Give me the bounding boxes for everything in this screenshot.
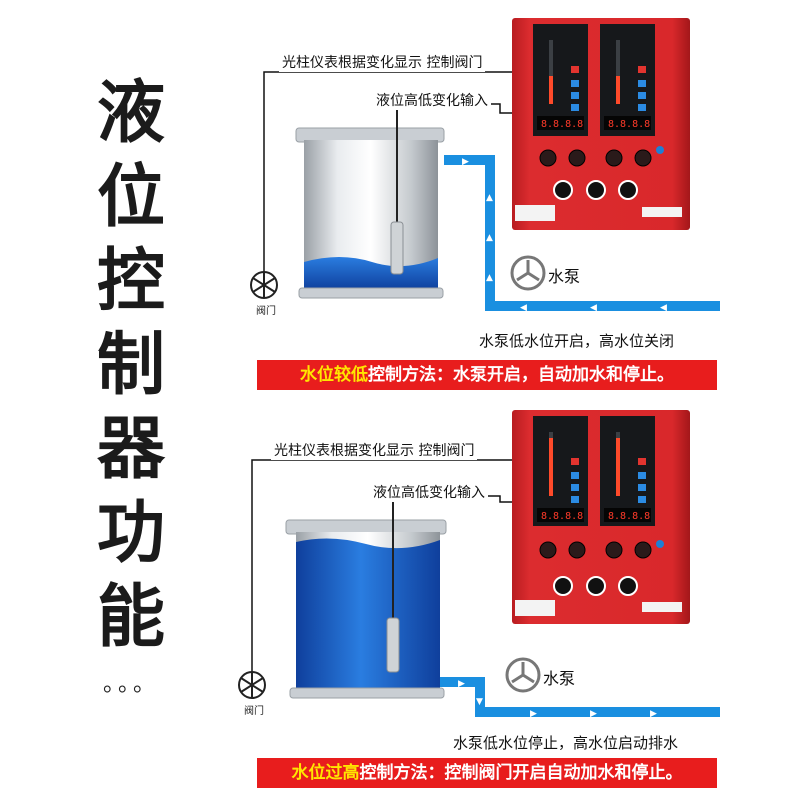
pump-label: 水泵: [543, 669, 576, 688]
section-low-water: ▶ ▲ ▲ ▲ ◀ ◀ ◀: [250, 18, 720, 390]
pump-icon: [505, 657, 541, 693]
title-char: 位: [96, 158, 165, 237]
vertical-title: 液 位 控 制 器 功 能 。。。: [86, 72, 176, 698]
svg-text:▼: ▼: [476, 697, 483, 707]
control-cabinet: 8.8.8.8 8.8.8.8: [512, 18, 690, 230]
label-meter-display: 光柱仪表根据变化显示 控制阀门: [271, 440, 478, 460]
title-char: 液: [96, 74, 165, 153]
valve-label: 阀门: [253, 302, 279, 317]
diagram-low-water: ▶ ▲ ▲ ▲ ◀ ◀ ◀: [250, 18, 720, 313]
method-banner: 水位过高控制方法：控制阀门开启自动加水和停止。: [257, 758, 717, 788]
valve-icon: [238, 671, 266, 699]
title-ellipsis: 。。。: [102, 672, 159, 697]
pipe: ▶ ▼ ▶ ▶ ▶: [440, 677, 720, 719]
display-1: 8.8.8.8: [541, 119, 583, 130]
level-probe: [390, 221, 404, 275]
banner-highlight: 水位较低: [300, 365, 368, 385]
signal-line: [263, 71, 512, 272]
label-meter-display: 光柱仪表根据变化显示 控制阀门: [279, 52, 486, 72]
svg-text:▶: ▶: [590, 709, 597, 719]
svg-text:▶: ▶: [650, 709, 657, 719]
pump-rule: 水泵低水位开启，高水位关闭: [476, 330, 678, 351]
title-char: 能: [96, 578, 165, 657]
title-char: 控: [96, 242, 165, 321]
valve-icon: [250, 271, 278, 299]
pump-label: 水泵: [548, 267, 581, 286]
title-char: 功: [96, 494, 165, 573]
label-level-input: 液位高低变化输入: [373, 90, 491, 110]
pump-rule: 水泵低水位停止，高水位启动排水: [450, 732, 682, 753]
level-probe: [386, 617, 400, 673]
diagram-high-water: ▶ ▼ ▶ ▶ ▶ 8.8.8: [238, 410, 720, 719]
label-level-input: 液位高低变化输入: [370, 482, 488, 502]
svg-text:▶: ▶: [462, 157, 469, 167]
signal-line: [251, 459, 512, 672]
section-high-water: ▶ ▼ ▶ ▶ ▶ 8.8.8: [0, 400, 800, 800]
tank: [285, 519, 447, 699]
svg-text:▲: ▲: [486, 193, 493, 203]
svg-text:▲: ▲: [486, 273, 493, 283]
display-2: 8.8.8.8: [608, 511, 650, 522]
svg-text:◀: ◀: [590, 303, 597, 313]
svg-text:▲: ▲: [486, 233, 493, 243]
display-2: 8.8.8.8: [608, 119, 650, 130]
title-char: 器: [96, 410, 165, 489]
display-1: 8.8.8.8: [541, 511, 583, 522]
title-char: 制: [96, 326, 165, 405]
method-banner: 水位较低控制方法：水泵开启，自动加水和停止。: [257, 360, 717, 390]
svg-text:◀: ◀: [520, 303, 527, 313]
control-cabinet: 8.8.8.8 8.8.8.8: [512, 410, 690, 624]
banner-text: 控制方法：控制阀门开启自动加水和停止。: [359, 763, 683, 783]
valve-label: 阀门: [241, 702, 267, 717]
svg-text:◀: ◀: [660, 303, 667, 313]
svg-text:▶: ▶: [530, 709, 537, 719]
pump-icon: [510, 255, 546, 291]
banner-text: 控制方法：水泵开启，自动加水和停止。: [368, 365, 674, 385]
tank: [295, 127, 445, 299]
pipe: ▶ ▲ ▲ ▲ ◀ ◀ ◀: [444, 155, 720, 313]
banner-highlight: 水位过高: [291, 763, 360, 783]
svg-text:▶: ▶: [458, 679, 465, 689]
